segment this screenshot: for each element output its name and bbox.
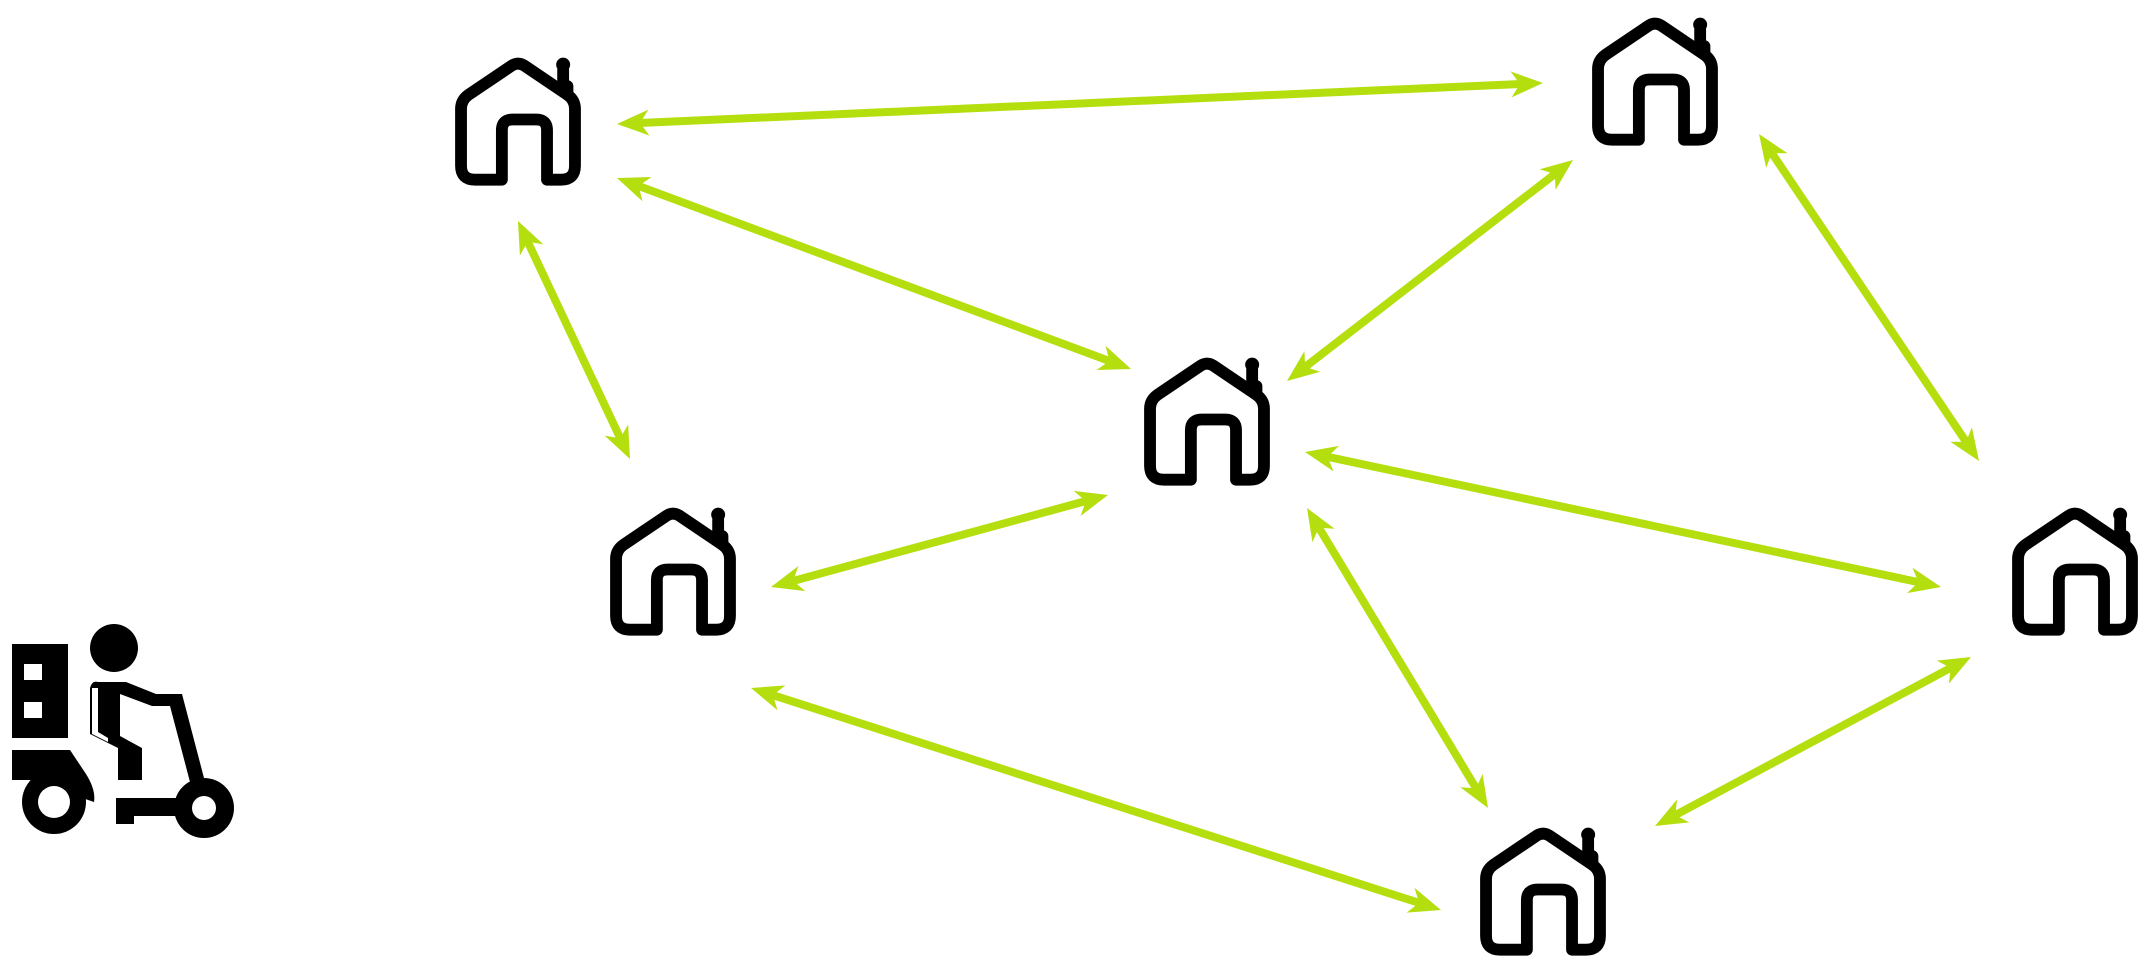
arrowhead-start	[617, 177, 652, 202]
arrowhead-start	[1305, 445, 1339, 472]
delivery-scooter-icon	[12, 624, 234, 838]
arrowhead-start	[617, 109, 650, 136]
edge-house-top-right-to-house-center	[1287, 160, 1573, 381]
arrowhead-end	[1406, 887, 1441, 913]
arrowhead-start	[1287, 351, 1321, 381]
arrowhead-end	[1510, 71, 1543, 98]
arrowhead-start	[771, 566, 806, 592]
house-icon	[616, 508, 730, 629]
arrowhead-end	[1073, 490, 1108, 516]
edge-house-top-left-to-house-middle-left	[518, 221, 630, 459]
arrowhead-start	[751, 685, 786, 711]
edges-layer	[518, 71, 1979, 913]
edge-house-center-to-house-right	[1305, 445, 1941, 594]
house-icon	[461, 58, 575, 179]
house-icon	[2018, 508, 2132, 629]
edge-line	[1672, 664, 1954, 819]
arrowhead-end	[1096, 345, 1131, 370]
arrowhead-start	[518, 221, 544, 256]
arrowhead-end	[604, 424, 630, 459]
arrowhead-end	[1907, 567, 1941, 594]
arrowhead-start	[1759, 134, 1788, 168]
edge-line	[1302, 170, 1558, 371]
extras-layer	[12, 624, 234, 838]
edge-house-top-right-to-house-right	[1759, 134, 1979, 461]
arrowhead-start	[1307, 508, 1335, 543]
edge-line	[1768, 150, 1970, 445]
edge-line	[523, 239, 625, 441]
edge-line	[1315, 525, 1480, 791]
edge-house-middle-left-to-house-bottom	[751, 685, 1441, 913]
edge-line	[1326, 452, 1920, 587]
arrowhead-end	[1936, 657, 1971, 684]
house-icon	[1598, 18, 1712, 139]
arrowhead-start	[1655, 799, 1690, 826]
edge-house-center-to-house-middle-left	[771, 490, 1108, 592]
edge-line	[636, 182, 1112, 365]
edge-house-top-left-to-house-top-right	[617, 71, 1543, 136]
edge-house-top-left-to-house-center	[617, 177, 1131, 370]
arrowhead-end	[1460, 773, 1488, 808]
house-icon	[1486, 828, 1600, 949]
edge-house-center-to-house-bottom	[1307, 508, 1488, 808]
nodes-layer	[461, 18, 2132, 949]
arrowhead-end	[1539, 160, 1573, 190]
edge-line	[639, 80, 1521, 127]
house-icon	[1150, 358, 1264, 479]
edge-house-right-to-house-bottom	[1655, 657, 1971, 826]
arrowhead-end	[1950, 427, 1979, 461]
edge-line	[791, 497, 1088, 585]
edge-line	[771, 691, 1421, 907]
